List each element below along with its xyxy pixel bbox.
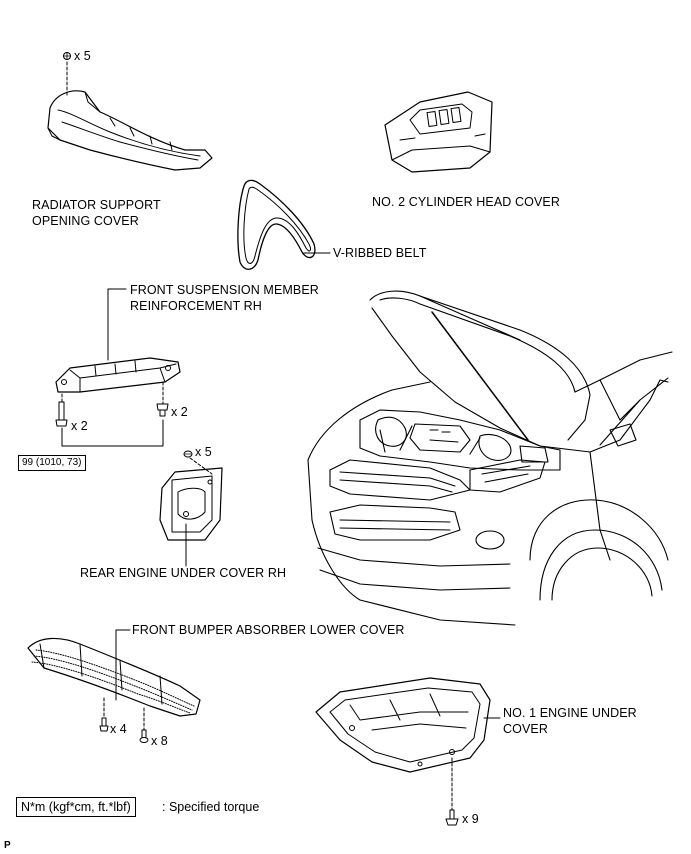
front-suspension-label-line1: FRONT SUSPENSION MEMBER bbox=[130, 283, 319, 297]
radiator-support-label-line1: RADIATOR SUPPORT bbox=[32, 198, 161, 212]
suspension-bolt-left-quantity: x 2 bbox=[71, 419, 88, 433]
engine-under-cover-label-line1: NO. 1 ENGINE UNDER bbox=[503, 706, 637, 720]
rear-engine-under-cover-label: REAR ENGINE UNDER COVER RH bbox=[80, 566, 287, 580]
front-suspension-reinforcement-part bbox=[55, 357, 181, 393]
vehicle-illustration bbox=[307, 290, 673, 626]
rear-engine-under-cover-part bbox=[159, 467, 223, 541]
radiator-clip-quantity: x 5 bbox=[74, 49, 91, 63]
engine-cover-bolt-quantity: x 9 bbox=[462, 812, 479, 826]
v-ribbed-belt-part bbox=[237, 179, 316, 270]
bumper-clip-quantity: x 8 bbox=[151, 734, 168, 748]
front-suspension-label-line2: REINFORCEMENT RH bbox=[130, 299, 262, 313]
radiator-support-label-line2: OPENING COVER bbox=[32, 214, 139, 228]
suspension-bolt-left-icon bbox=[55, 401, 68, 427]
radiator-clip-icon bbox=[63, 52, 71, 60]
engine-cover-bolt-icon bbox=[445, 809, 459, 826]
suspension-bolt-right-icon bbox=[156, 403, 169, 417]
front-bumper-absorber-label: FRONT BUMPER ABSORBER LOWER COVER bbox=[132, 623, 405, 637]
corner-mark: P bbox=[4, 840, 11, 851]
cylinder-head-cover-part bbox=[384, 91, 493, 173]
bumper-clip-icon bbox=[139, 729, 149, 743]
torque-unit-legend-box: N*m (kgf*cm, ft.*lbf) bbox=[16, 797, 136, 817]
engine-under-cover-part bbox=[315, 677, 491, 773]
cylinder-head-cover-label: NO. 2 CYLINDER HEAD COVER bbox=[372, 195, 560, 209]
engine-under-cover-label-line2: COVER bbox=[503, 722, 548, 736]
front-bumper-absorber-part bbox=[27, 637, 201, 717]
bumper-bolt-icon bbox=[99, 717, 109, 732]
suspension-bolt-right-quantity: x 2 bbox=[171, 405, 188, 419]
torque-legend-description: : Specified torque bbox=[162, 800, 260, 814]
suspension-torque-spec: 99 (1010, 73) bbox=[18, 455, 86, 471]
rear-cover-clip-icon bbox=[183, 450, 193, 458]
radiator-support-opening-cover-part bbox=[47, 90, 213, 171]
rear-cover-clip-quantity: x 5 bbox=[195, 445, 212, 459]
v-ribbed-belt-label: V-RIBBED BELT bbox=[333, 246, 427, 260]
bumper-bolt-quantity: x 4 bbox=[110, 722, 127, 736]
